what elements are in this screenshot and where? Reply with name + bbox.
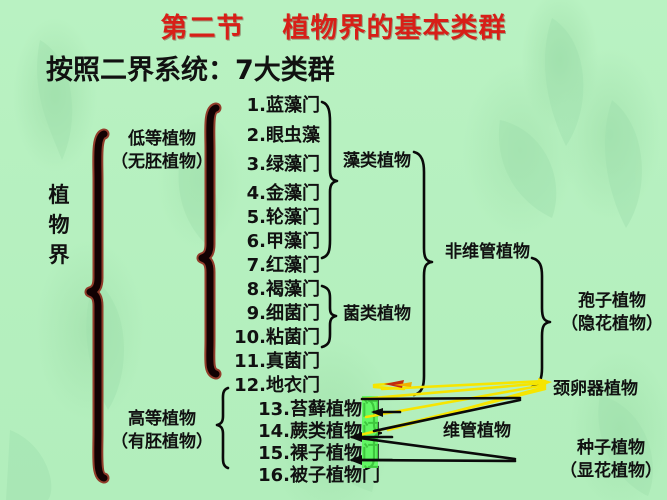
phylum-number: 4. bbox=[246, 183, 266, 204]
phylum-number: 7. bbox=[246, 255, 266, 276]
spore-plants-line2: （隐花植物） bbox=[561, 314, 663, 334]
spore-plants-label: 孢子植物 （隐花植物） bbox=[558, 290, 666, 336]
phylum-item-12: 12.地衣门 bbox=[0, 371, 324, 397]
title-section: 第二节 bbox=[160, 13, 245, 44]
group-label-fungi: 菌类植物 bbox=[343, 304, 411, 324]
phylum-number: 15. bbox=[258, 443, 290, 464]
phylum-item-10: 10.粘菌门 bbox=[0, 323, 324, 349]
phylum-item-2: 2.眼虫藻 bbox=[0, 121, 324, 147]
phylum-item-5: 5.轮藻门 bbox=[0, 203, 324, 229]
lower-plants-line2: （无胚植物） bbox=[111, 152, 213, 172]
phylum-item-3: 3.绿藻门 bbox=[0, 150, 324, 176]
phylum-number: 3. bbox=[246, 154, 266, 175]
phylum-name: 绿藻门 bbox=[266, 154, 320, 175]
phylum-item-1: 1.蓝藻门 bbox=[0, 91, 324, 117]
phylum-number: 5. bbox=[246, 207, 266, 228]
phylum-item-16: 16.被子植物门 bbox=[0, 461, 384, 487]
phylum-number: 11. bbox=[234, 351, 266, 372]
phylum-name: 金藻门 bbox=[266, 183, 320, 204]
phylum-number: 14. bbox=[258, 421, 290, 442]
phylum-name: 甲藻门 bbox=[266, 231, 320, 252]
seed-plants-line1: 种子植物 bbox=[577, 438, 645, 458]
kingdom-char-2: 物 bbox=[48, 213, 70, 237]
phylum-item-11: 11.真菌门 bbox=[0, 347, 324, 373]
phylum-name: 被子植物门 bbox=[290, 465, 380, 486]
phylum-name: 褐藻门 bbox=[266, 279, 320, 300]
kingdom-char-3: 界 bbox=[48, 243, 70, 267]
phylum-name: 地衣门 bbox=[266, 375, 320, 396]
page-title: 第二节 植物界的基本类群 bbox=[0, 6, 667, 45]
phylum-number: 12. bbox=[234, 375, 266, 396]
kingdom-char-1: 植 bbox=[48, 183, 70, 207]
higher-plants-line1: 高等植物 bbox=[128, 409, 196, 429]
phylum-name: 真菌门 bbox=[266, 351, 320, 372]
phylum-name: 细菌门 bbox=[266, 303, 320, 324]
phylum-number: 9. bbox=[246, 303, 266, 324]
title-main: 植物界的基本类群 bbox=[282, 13, 507, 44]
archegoniate-plants-label: 颈卵器植物 bbox=[553, 379, 638, 399]
subtitle: 按照二界系统：7大类群 bbox=[46, 55, 335, 86]
phylum-item-4: 4.金藻门 bbox=[0, 179, 324, 205]
phylum-item-7: 7.红藻门 bbox=[0, 251, 324, 277]
group-label-nonvascular: 非维管植物 bbox=[445, 242, 530, 262]
higher-plants-line2: （有胚植物） bbox=[111, 432, 213, 452]
seed-plants-label: 种子植物 （显花植物） bbox=[556, 437, 666, 483]
phylum-number: 16. bbox=[258, 465, 290, 486]
phylum-item-8: 8.褐藻门 bbox=[0, 275, 324, 301]
phylum-number: 2. bbox=[246, 125, 266, 146]
higher-plants-label: 高等植物 （有胚植物） bbox=[106, 408, 218, 454]
phylum-number: 6. bbox=[246, 231, 266, 252]
group-label-vascular: 维管植物 bbox=[443, 421, 511, 441]
phylum-name: 轮藻门 bbox=[266, 207, 320, 228]
phylum-item-9: 9.细菌门 bbox=[0, 299, 324, 325]
spore-plants-line1: 孢子植物 bbox=[578, 291, 646, 311]
lower-plants-line1: 低等植物 bbox=[128, 129, 196, 149]
group-label-algae: 藻类植物 bbox=[343, 151, 411, 171]
phylum-number: 10. bbox=[234, 327, 266, 348]
phylum-number: 13. bbox=[258, 399, 290, 420]
seed-plants-line2: （显花植物） bbox=[560, 461, 662, 481]
kingdom-label: 植 物 界 bbox=[44, 180, 74, 270]
phylum-name: 眼虫藻 bbox=[266, 125, 320, 146]
phylum-name: 红藻门 bbox=[266, 255, 320, 276]
phylum-name: 粘菌门 bbox=[266, 327, 320, 348]
phylum-name: 蓝藻门 bbox=[266, 95, 320, 116]
phylum-item-6: 6.甲藻门 bbox=[0, 227, 324, 253]
phylum-number: 1. bbox=[246, 95, 266, 116]
phylum-number: 8. bbox=[246, 279, 266, 300]
lower-plants-label: 低等植物 （无胚植物） bbox=[106, 128, 218, 174]
